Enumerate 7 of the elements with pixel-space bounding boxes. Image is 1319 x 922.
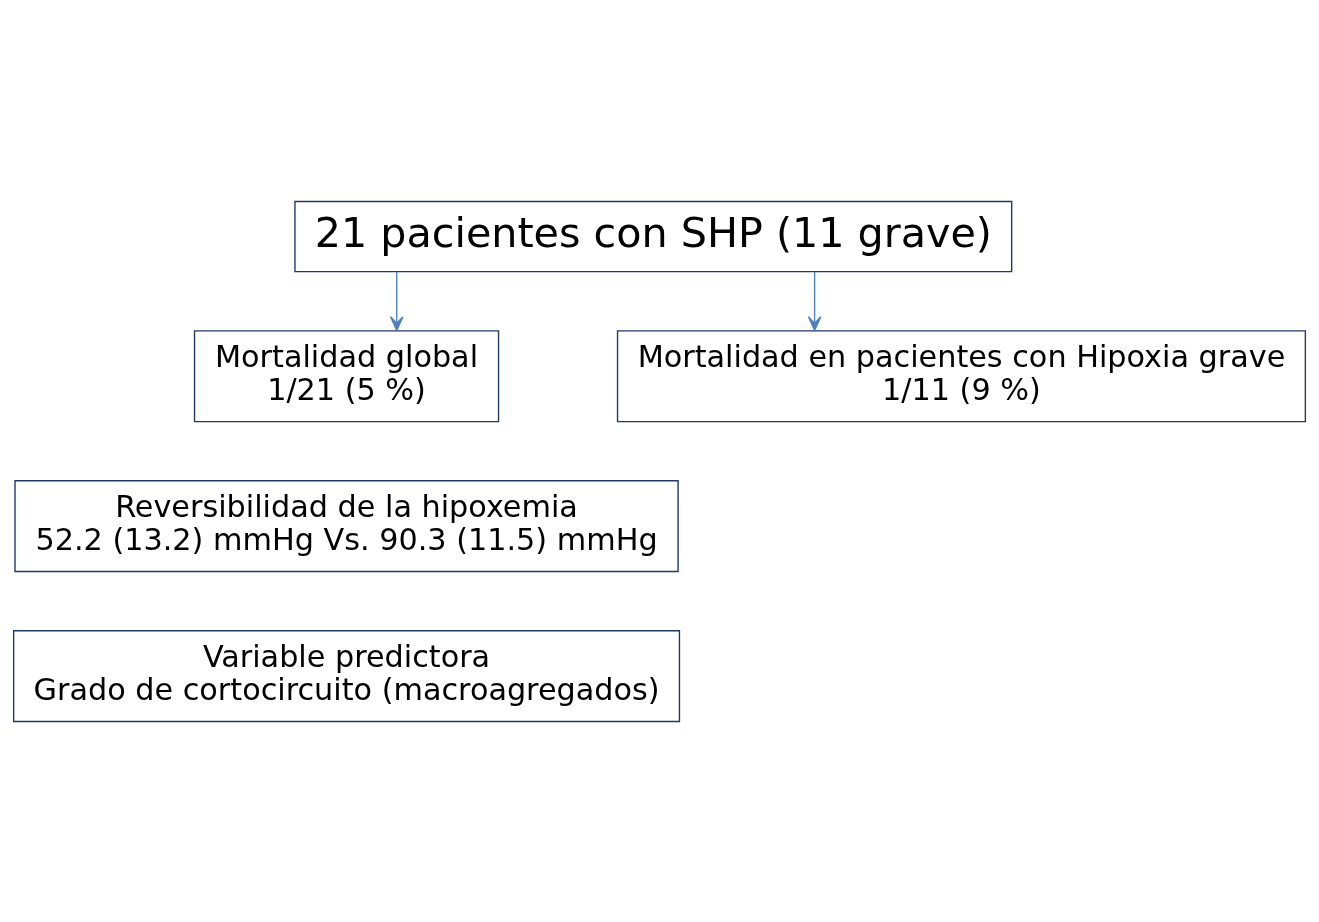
node-box: Mortalidad en pacientes con Hipoxia grave 1/11 (9 %) <box>616 329 1307 422</box>
arrow <box>389 270 404 331</box>
node-box: Variable predictora Grado de cortocircuito (macroagregados) <box>12 629 681 722</box>
node-box: 21 pacientes con SHP (11 grave) <box>294 200 1013 272</box>
node-box: Mortalidad global 1/21 (5 %) <box>193 329 500 422</box>
node-box: Reversibilidad de la hipoxemia 52.2 (13.2) mmHg Vs. 90.3 (11.5) mmHg <box>14 479 679 572</box>
arrow <box>807 270 822 331</box>
